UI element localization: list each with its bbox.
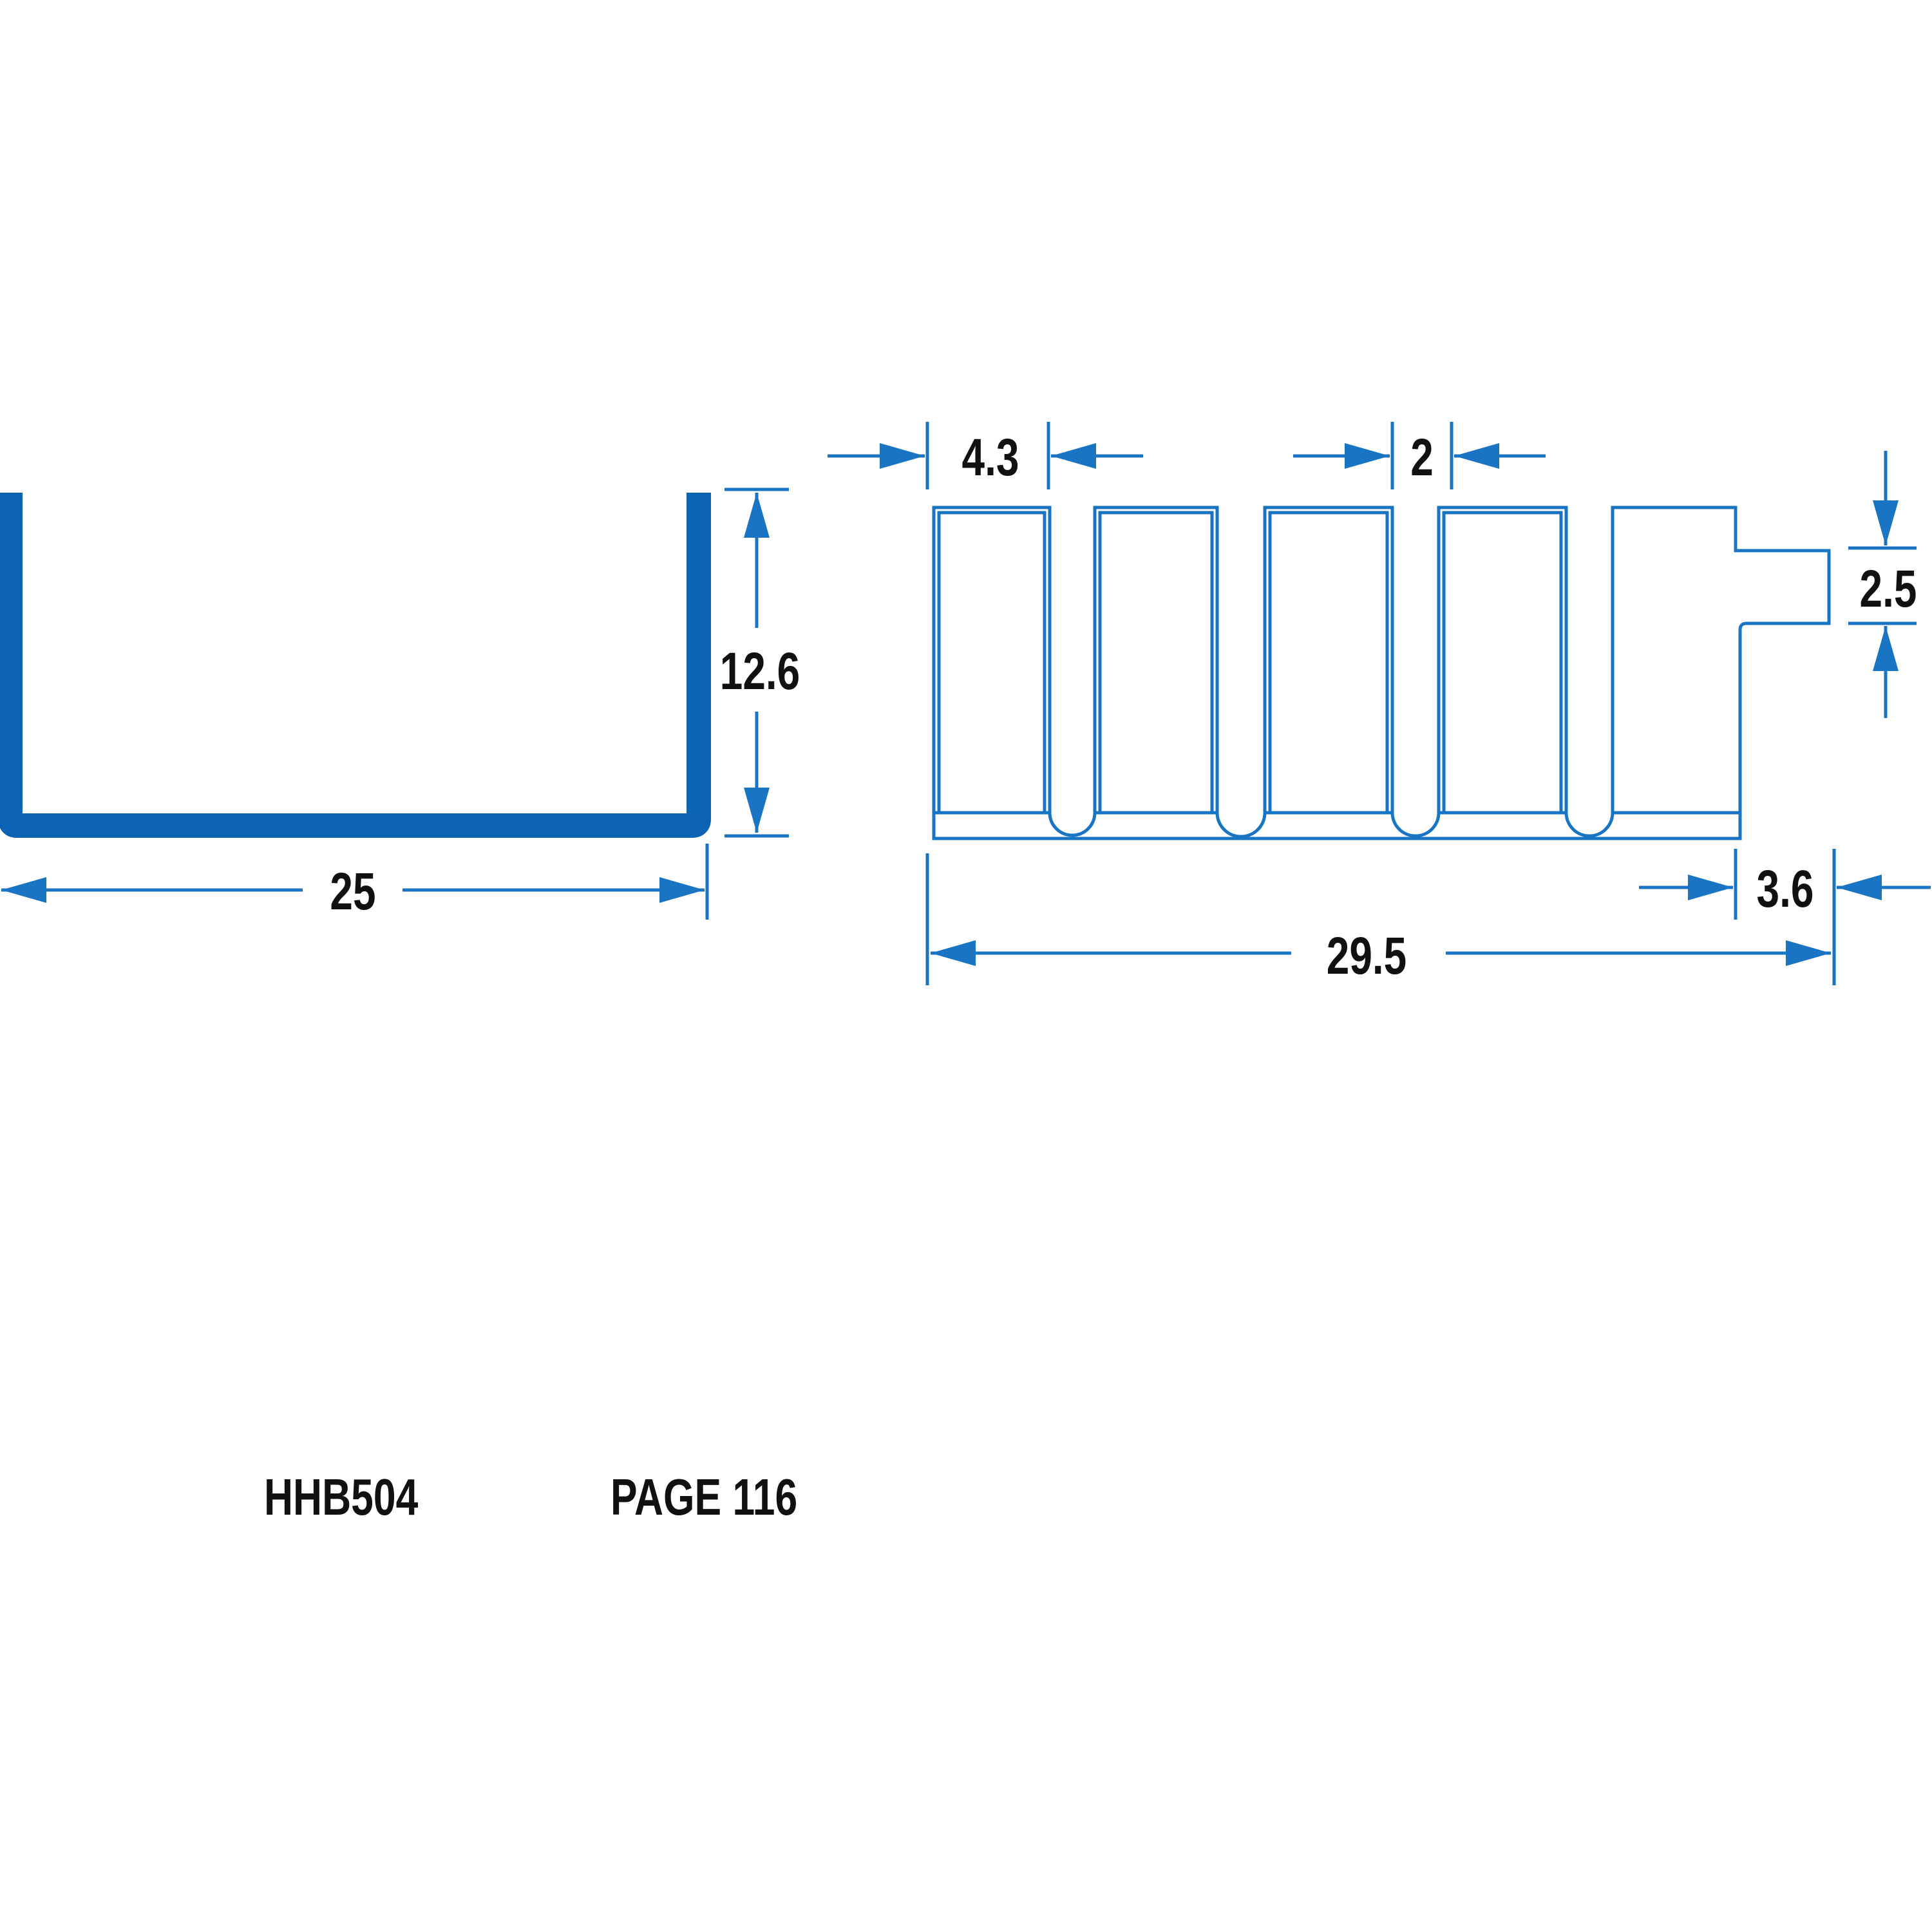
fin-view: 4.3 2 2.5 3.6 [828, 422, 1931, 985]
channel-width-dimension: 25 [1, 844, 709, 921]
part-number: HHB504 [264, 1469, 418, 1526]
fin-width-label: 4.3 [962, 427, 1019, 487]
tab-width-label: 3.6 [1757, 858, 1814, 918]
overall-width-label: 29.5 [1327, 925, 1406, 985]
channel-height-dimension: 12.6 [720, 488, 800, 838]
channel-width-label: 25 [330, 861, 375, 921]
fin-inner [937, 511, 1046, 815]
fin-inner [1268, 511, 1389, 815]
tab-height-dimension: 2.5 [1848, 451, 1917, 718]
overall-width-dimension: 29.5 [925, 853, 1831, 985]
channel-view: 12.6 25 [0, 488, 800, 921]
tab-width-dimension: 3.6 [1639, 849, 1931, 985]
fin-width-dimension: 4.3 [828, 422, 1143, 489]
gap-label: 2 [1410, 427, 1434, 487]
channel-profile [0, 493, 711, 838]
fin-inner [1098, 511, 1214, 815]
fin-inner [1442, 511, 1563, 815]
gap-dimension: 2 [1293, 422, 1546, 489]
page-reference: PAGE 116 [611, 1469, 797, 1526]
fin-outline [932, 506, 1831, 840]
fin-profile [932, 506, 1831, 840]
channel-height-label: 12.6 [720, 641, 800, 701]
footer: HHB504 PAGE 116 [264, 1469, 797, 1526]
tab-height-label: 2.5 [1860, 558, 1917, 618]
